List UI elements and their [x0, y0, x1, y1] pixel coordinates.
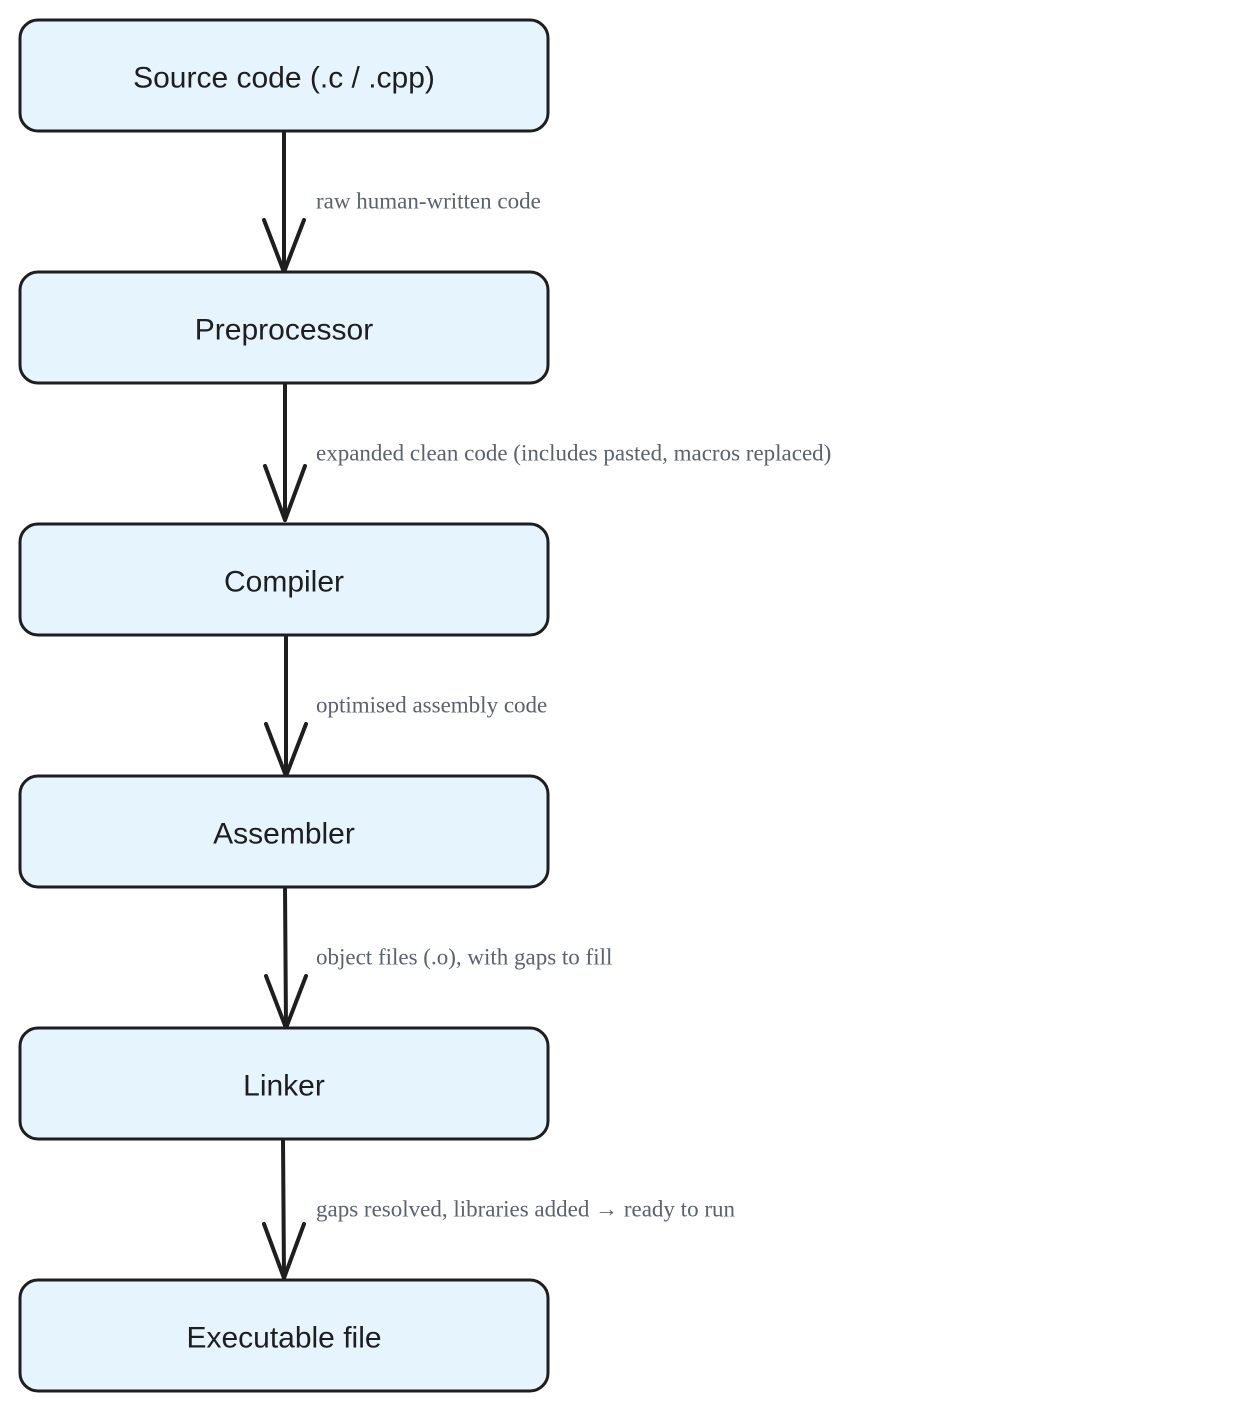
node-label: Linker — [243, 1070, 325, 1103]
node-executable-file: Executable file — [18, 1278, 550, 1393]
node-box — [18, 522, 550, 637]
node-assembler: Assembler — [18, 774, 550, 889]
node-box — [18, 1278, 550, 1393]
edge-label: expanded clean code (includes pasted, ma… — [316, 441, 831, 466]
edge-linker-to-executable: gaps resolved, libraries added → ready t… — [262, 1136, 735, 1280]
node-linker: Linker — [18, 1026, 550, 1141]
node-label: Source code (.c / .cpp) — [133, 62, 435, 95]
node-box — [18, 774, 550, 889]
edge-line — [281, 1136, 286, 1280]
edge-label: optimised assembly code — [316, 693, 547, 718]
edge-label: raw human-written code — [316, 189, 541, 214]
edge-assembler-to-linker: object files (.o), with gaps to fill — [264, 884, 612, 1030]
node-box — [18, 270, 550, 385]
edge-preprocessor-to-compiler: expanded clean code (includes pasted, ma… — [263, 380, 831, 522]
node-label: Assembler — [213, 818, 355, 851]
node-compiler: Compiler — [18, 522, 550, 637]
node-box — [18, 1026, 550, 1141]
node-label: Compiler — [224, 566, 344, 599]
edge-compiler-to-assembler: optimised assembly code — [264, 632, 547, 778]
node-box — [18, 18, 550, 133]
node-label: Preprocessor — [195, 314, 373, 347]
node-preprocessor: Preprocessor — [18, 270, 550, 385]
edge-source-to-preprocessor: raw human-written code — [262, 128, 541, 274]
arrowhead-icon — [263, 464, 307, 522]
edge-label: object files (.o), with gaps to fill — [316, 945, 612, 970]
edge-line — [283, 884, 288, 1030]
arrowhead-icon — [262, 1222, 306, 1280]
edge-label: gaps resolved, libraries added → ready t… — [316, 1197, 735, 1222]
node-label: Executable file — [186, 1322, 381, 1355]
node-source-code: Source code (.c / .cpp) — [18, 18, 550, 133]
